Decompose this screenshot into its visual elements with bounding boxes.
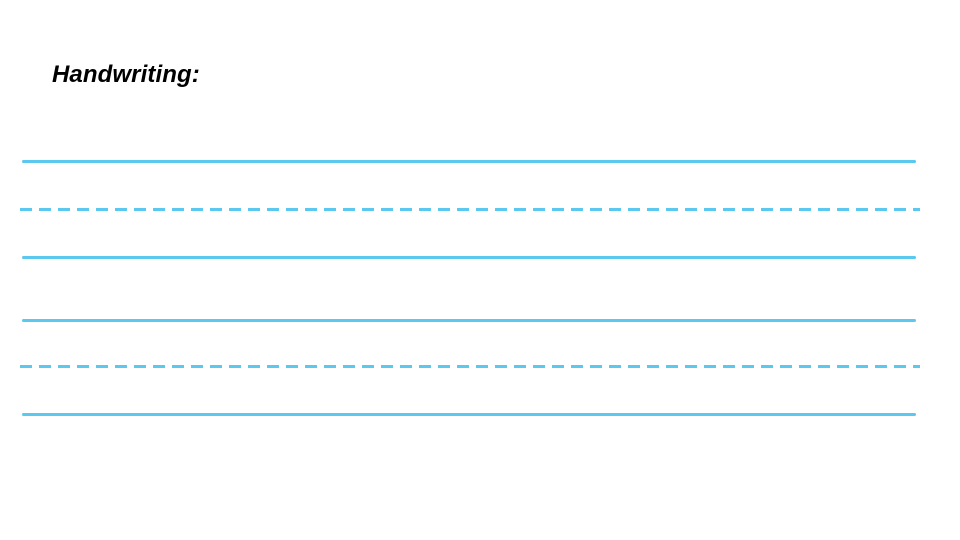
handwriting-top-line-2 (22, 319, 916, 322)
handwriting-midline-dashed-1 (20, 208, 920, 211)
handwriting-line-group-1 (20, 160, 920, 259)
writing-area-2[interactable] (22, 322, 916, 413)
handwriting-baseline-1 (22, 256, 916, 259)
handwriting-baseline-2 (22, 413, 916, 416)
handwriting-top-line-1 (22, 160, 916, 163)
page-title: Handwriting: (52, 61, 200, 88)
handwriting-line-group-2 (20, 319, 920, 416)
handwriting-midline-dashed-2 (20, 365, 920, 368)
